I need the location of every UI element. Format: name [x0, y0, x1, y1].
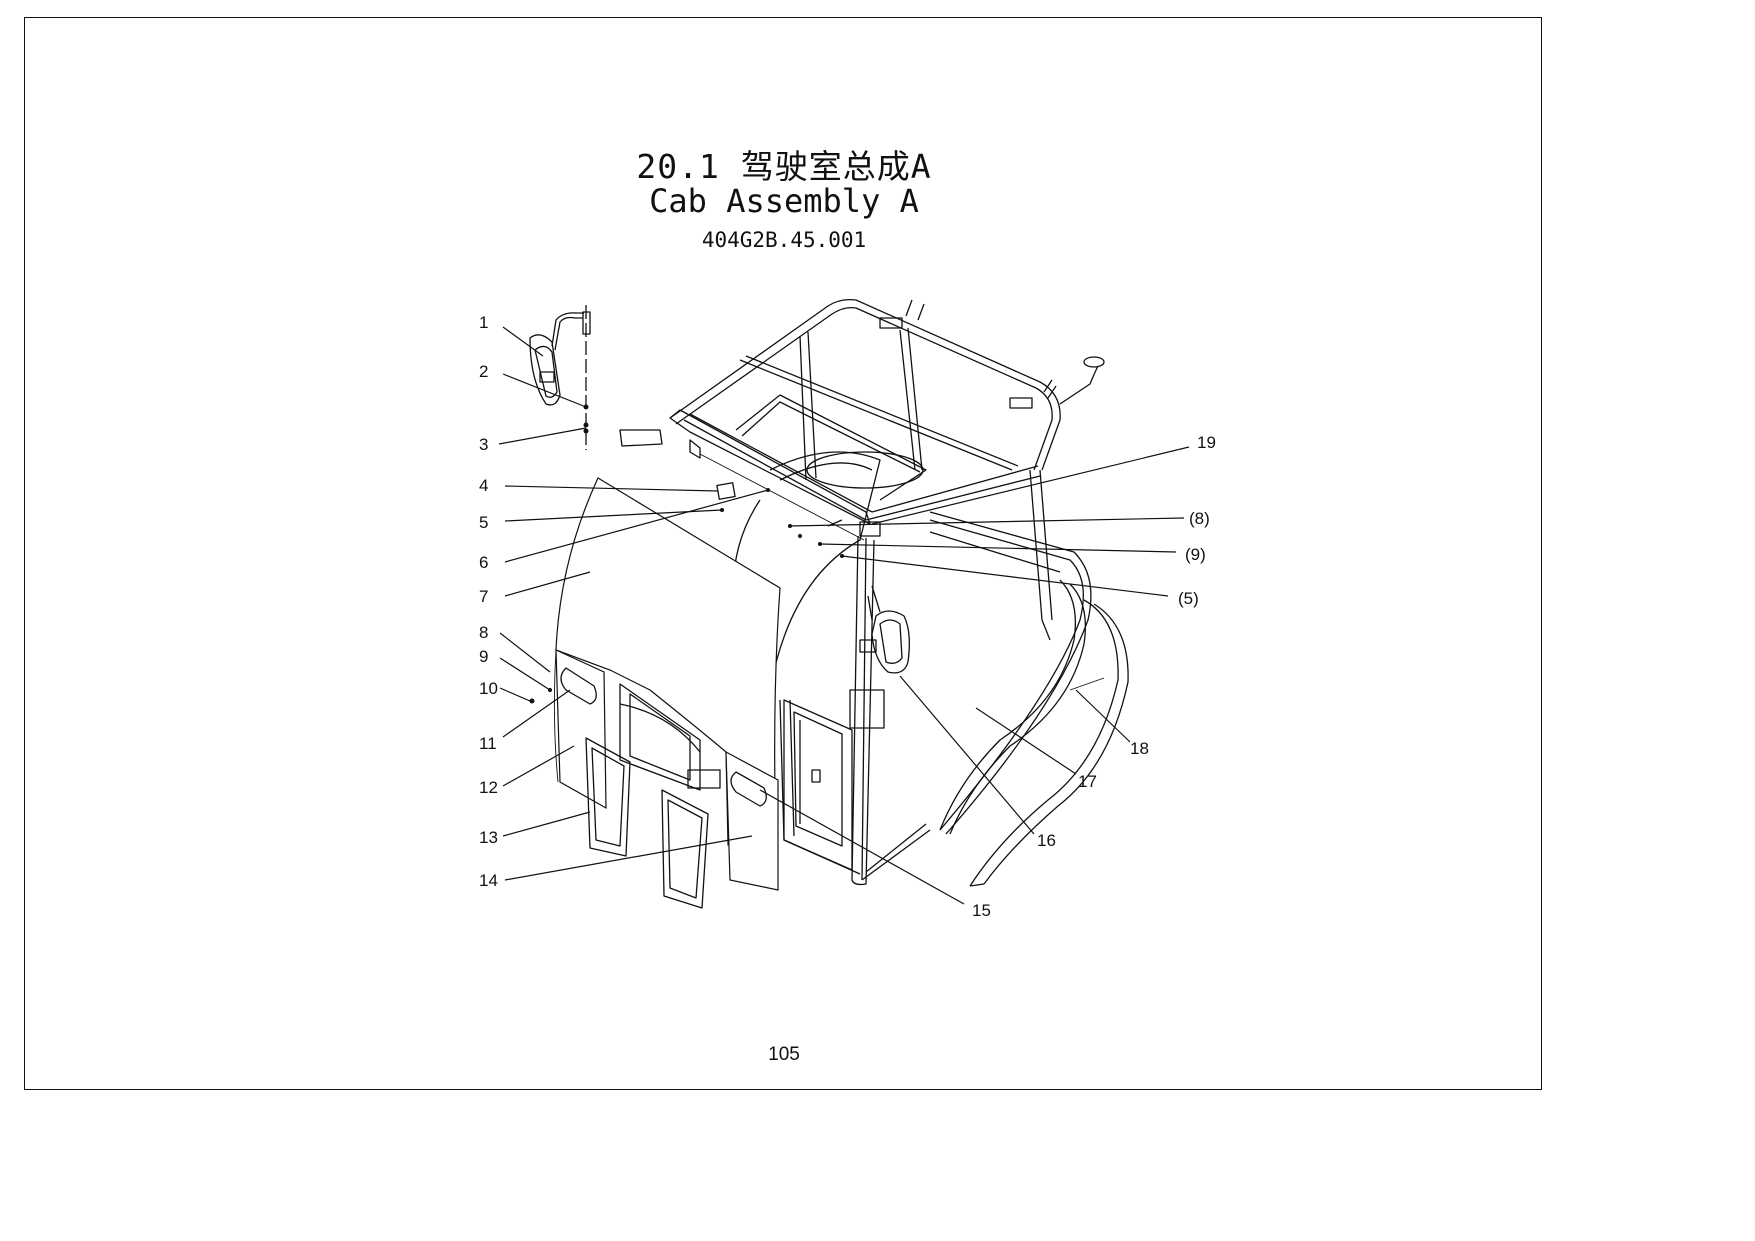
fenders [939, 579, 1129, 887]
callout-5-ref: (5) [1178, 589, 1199, 608]
window-seals [585, 737, 709, 909]
drawing-frame [24, 17, 1542, 1090]
callout-12: 12 [479, 778, 498, 797]
callout-5: 5 [479, 513, 488, 532]
page-number: 105 [768, 1044, 800, 1065]
callout-11: 11 [479, 734, 497, 753]
callout-2: 2 [479, 362, 488, 381]
callout-16: 16 [1037, 831, 1056, 850]
roof-panel [553, 477, 781, 846]
leader-lines [498, 326, 1190, 905]
callout-18: 18 [1130, 739, 1149, 758]
front-header-beam [619, 409, 881, 541]
callout-8-ref: (8) [1189, 509, 1210, 528]
callout-9-ref: (9) [1185, 545, 1206, 564]
callout-4: 4 [479, 476, 488, 495]
side-panels [555, 649, 779, 891]
door-frame [783, 699, 853, 871]
callout-17: 17 [1078, 772, 1097, 791]
title-english: Cab Assembly A [649, 182, 919, 220]
callout-19: 19 [1197, 433, 1216, 452]
part-number: 404G2B.45.001 [701, 228, 867, 252]
left-mirror-assembly [529, 305, 591, 450]
callout-7: 7 [479, 587, 488, 606]
cab-assembly-drawing: 1 2 3 4 5 6 7 8 9 10 11 12 13 14 15 16 1… [479, 298, 1216, 920]
callout-14: 14 [479, 871, 498, 890]
callout-15: 15 [972, 901, 991, 920]
roof-frame [669, 298, 1105, 521]
cab-body-shell [732, 451, 1092, 835]
callout-10: 10 [479, 679, 498, 698]
callout-13: 13 [479, 828, 498, 847]
callout-8: 8 [479, 623, 488, 642]
callout-labels: 1 2 3 4 5 6 7 8 9 10 11 12 13 14 15 16 1… [479, 313, 1216, 920]
callout-1: 1 [479, 313, 488, 332]
cab-pillars [779, 469, 1053, 886]
callout-3: 3 [479, 435, 488, 454]
callout-9: 9 [479, 647, 488, 666]
right-mirror-assembly [859, 585, 910, 674]
title-chinese: 20.1 驾驶室总成A [636, 147, 932, 186]
callout-6: 6 [479, 553, 488, 572]
